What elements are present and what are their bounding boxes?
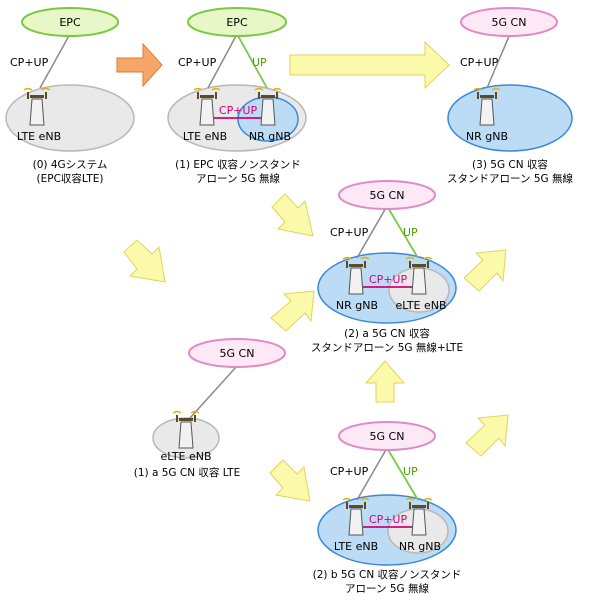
x2-label: CP+UP — [369, 513, 408, 526]
core-label: EPC — [59, 16, 81, 29]
yellow-arrow-up — [364, 360, 406, 403]
caption-line-2: スタンドアローン 5G 無線 — [447, 172, 573, 185]
yellow-arrow-to-s3 — [289, 40, 450, 90]
core-label: 5G CN — [492, 16, 527, 29]
node-label: NR gNB — [336, 299, 378, 312]
up-link — [236, 33, 268, 89]
cp-up-label: CP+UP — [460, 56, 499, 69]
scenario-1: EPC CP+UP UP CP+UP LTE eNB NR gNB (1) EP… — [167, 7, 307, 185]
cp-up-link — [486, 33, 511, 89]
up-label: UP — [403, 226, 418, 239]
cp-up-link — [207, 33, 238, 89]
cp-up-link — [189, 365, 238, 419]
caption-line-2: アローン 5G 無線 — [345, 582, 429, 595]
cp-up-label: CP+UP — [178, 56, 217, 69]
core-5g-cn — [460, 7, 558, 37]
cp-up-link — [39, 33, 71, 89]
caption-line-2: アローン 5G 無線 — [196, 172, 280, 185]
node-label: NR gNB — [399, 540, 441, 553]
core-label: EPC — [226, 16, 248, 29]
caption-line-1: (1) a 5G CN 収容 LTE — [134, 466, 240, 479]
yellow-arrow-up-right-1 — [270, 290, 315, 332]
scenario-2b: 5G CN CP+UP UP CP+UP LTE eNB NR gNB (2) … — [313, 421, 462, 595]
caption-line-1: (1) EPC 収容ノンスタンド — [175, 158, 301, 171]
nr-coverage-area — [447, 84, 573, 152]
node-label: LTE eNB — [17, 130, 61, 143]
scenario-0: EPC CP+UP LTE eNB (0) 4Gシステム (EPC収容LTE) — [5, 7, 135, 185]
orange-arrow — [116, 42, 163, 88]
cp-up-label: CP+UP — [10, 56, 49, 69]
up-link — [386, 205, 419, 259]
yellow-arrow-up-right-3 — [465, 414, 509, 457]
node-label: NR gNB — [249, 130, 291, 143]
x2-label: CP+UP — [219, 104, 258, 117]
node-label: eLTE eNB — [395, 299, 446, 312]
up-label: UP — [252, 56, 267, 69]
caption-line-1: (3) 5G CN 収容 — [472, 158, 548, 171]
node-label: eLTE eNB — [160, 450, 211, 463]
caption-line-2: スタンドアローン 5G 無線+LTE — [311, 341, 463, 354]
node-label: NR gNB — [466, 130, 508, 143]
yellow-arrow-s1-to-s2a — [271, 193, 314, 237]
cp-up-link — [356, 447, 388, 501]
core-label: 5G CN — [370, 189, 405, 202]
node-label: LTE eNB — [334, 540, 378, 553]
scenario-1a: 5G CN eLTE eNB (1) a 5G CN 収容 LTE — [134, 338, 286, 479]
core-label: 5G CN — [370, 430, 405, 443]
core-label: 5G CN — [220, 347, 255, 360]
scenario-3: 5G CN CP+UP NR gNB (3) 5G CN 収容 スタンドアローン… — [447, 7, 573, 185]
cp-up-label: CP+UP — [330, 226, 369, 239]
core-epc — [187, 7, 287, 37]
x2-label: CP+UP — [369, 273, 408, 286]
cp-up-link — [356, 205, 388, 259]
node-label: LTE eNB — [183, 130, 227, 143]
cp-up-label: CP+UP — [330, 465, 369, 478]
caption-line-1: (2) a 5G CN 収容 — [344, 327, 430, 340]
up-link — [386, 447, 419, 501]
caption-line-1: (2) b 5G CN 収容ノンスタンド — [313, 568, 462, 581]
caption-line-2: (EPC収容LTE) — [37, 172, 104, 185]
core-5g-cn — [338, 180, 436, 210]
core-5g-cn — [338, 421, 436, 451]
core-epc — [21, 7, 119, 37]
up-label: UP — [403, 465, 418, 478]
scenario-2a: 5G CN CP+UP UP CP+UP NR gNB eLTE eNB (2)… — [311, 180, 463, 354]
yellow-arrow-left-down — [123, 239, 166, 283]
yellow-arrow-s1a-to-s2b — [269, 459, 311, 502]
core-5g-cn — [188, 338, 286, 368]
caption-line-1: (0) 4Gシステム — [33, 159, 108, 171]
yellow-arrow-up-right-2 — [463, 249, 507, 292]
